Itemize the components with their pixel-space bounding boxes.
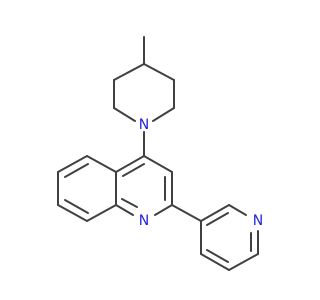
benzo-bond [57, 155, 88, 173]
quinoline-bond [122, 163, 145, 177]
pyridine-nitrogen-label: N [253, 213, 263, 229]
piperidine-bond [113, 107, 136, 122]
quinoline-bond [115, 204, 134, 216]
biaryl-bond [171, 204, 202, 222]
benzo-bond [86, 155, 117, 173]
quinoline-nitrogen-label: N [139, 213, 149, 229]
benzo-bond [86, 204, 117, 222]
quinoline-bond [154, 204, 173, 216]
pyridine-bond [206, 249, 229, 263]
piperidine-bond [113, 63, 145, 81]
pyridine-bond [206, 212, 229, 226]
benzo-bond [64, 163, 89, 178]
quinoline-bond [143, 155, 173, 173]
benzo-bond [64, 199, 89, 214]
quinoline-bond [121, 198, 138, 208]
piperidine-nitrogen-label: N [139, 117, 149, 133]
pyridine-bond [228, 253, 259, 271]
piperidine-bond [152, 107, 175, 122]
pyridine-bond [200, 204, 230, 222]
pyridine-bond [200, 253, 230, 271]
atom-label-layer: N N N [139, 117, 263, 229]
bond-layer [57, 36, 259, 271]
molecule-structure: N N N [57, 36, 263, 271]
benzo-bond [57, 204, 88, 222]
piperidine-bond [143, 63, 175, 81]
quinoline-bond [115, 155, 145, 173]
pyridine-bond [228, 204, 247, 216]
